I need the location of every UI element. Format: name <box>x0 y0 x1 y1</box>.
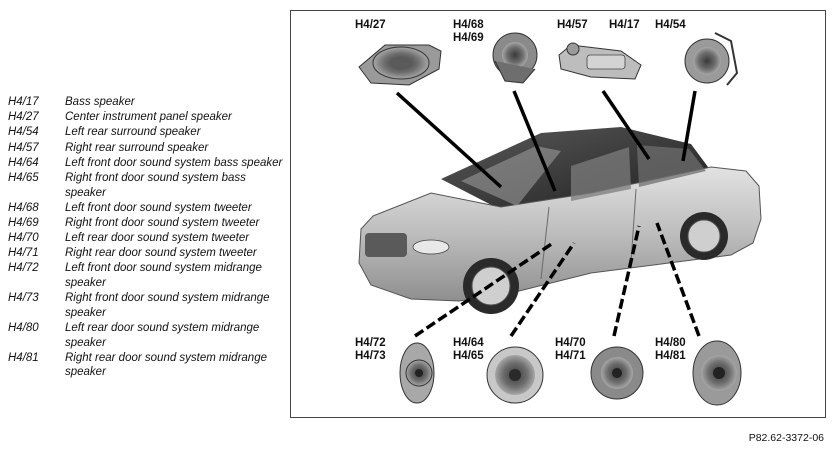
legend-item: H4/73 Right front door sound system midra… <box>8 291 283 320</box>
diagram-canvas <box>358 32 762 406</box>
legend-code: H4/65 <box>8 171 39 184</box>
label-h4-70: H4/70 <box>555 337 586 349</box>
leader-line-h4-54 <box>681 90 697 162</box>
car-illustration <box>358 127 762 314</box>
label-h4-17: H4/17 <box>609 19 640 31</box>
leader-line-h4-27 <box>395 91 503 189</box>
legend-item: H4/65 Right front door sound system bass … <box>8 171 283 200</box>
legend-text: Right front door sound system midrange s… <box>65 292 270 319</box>
leader-line-h4-64 <box>509 242 576 337</box>
legend-code: H4/27 <box>8 111 39 124</box>
legend-text: Left front door sound system tweeter <box>65 201 252 214</box>
car-rear-rim <box>687 219 721 253</box>
legend-code: H4/17 <box>8 96 39 108</box>
legend-item: H4/27 Center instrument panel speaker <box>8 110 283 125</box>
label-h4-65: H4/65 <box>453 350 484 362</box>
car-door-line <box>540 206 550 280</box>
car-rear-window <box>637 145 706 187</box>
car-windshield <box>461 146 561 206</box>
legend-code: H4/73 <box>8 292 39 305</box>
legend-text: Left rear surround speaker <box>65 126 201 139</box>
legend-code: H4/80 <box>8 322 39 335</box>
car-headlight <box>412 239 450 255</box>
legend-item: H4/69 Right front door sound system tweet… <box>8 216 283 231</box>
speaker-h4-68-icon <box>492 32 538 84</box>
legend-item: H4/70 Left rear door sound system tweeter <box>8 231 283 246</box>
legend-code: H4/69 <box>8 216 39 229</box>
label-h4-69: H4/69 <box>453 32 484 44</box>
speaker-h4-54-icon <box>684 32 739 86</box>
legend-code: H4/72 <box>8 262 39 275</box>
legend-list: H4/17 Bass speaker H4/27 Center instrument… <box>8 95 283 381</box>
speaker-h4-70-icon <box>590 346 644 400</box>
speaker-diagram: H4/27 H4/68 H4/69 H4/57 H4/17 H4/54 H4/7… <box>290 10 826 418</box>
leader-line-h4-68 <box>512 90 557 192</box>
leader-line-h4-70 <box>612 225 641 337</box>
label-h4-81: H4/81 <box>655 350 686 362</box>
legend-text: Right rear door sound system midrange sp… <box>65 351 267 379</box>
speaker-h4-64-icon <box>486 346 544 404</box>
legend-code: H4/64 <box>8 156 39 169</box>
legend-code: H4/68 <box>8 201 39 214</box>
leader-lines <box>395 90 701 338</box>
legend-text: Right rear surround speaker <box>65 141 209 154</box>
label-h4-71: H4/71 <box>555 350 586 362</box>
legend-item: H4/80 Left rear door sound system midrang… <box>8 321 283 350</box>
legend-item: H4/68 Left front door sound system tweete… <box>8 201 283 216</box>
legend-item: H4/64 Left front door sound system bass s… <box>8 156 283 171</box>
label-h4-57: H4/57 <box>557 19 588 31</box>
legend-text: Left rear door sound system midrange spe… <box>65 322 260 349</box>
legend-text: Right front door sound system tweeter <box>65 216 260 229</box>
legend-item: H4/81 Right rear door sound system midran… <box>8 351 283 380</box>
car-side-window <box>571 147 631 201</box>
label-h4-73: H4/73 <box>355 350 386 362</box>
legend-text: Left rear door sound system tweeter <box>65 232 250 245</box>
legend-code: H4/71 <box>8 247 39 260</box>
legend-item: H4/72 Left front door sound system midran… <box>8 261 283 290</box>
speaker-h4-57-icon <box>558 42 642 80</box>
reference-number: P82.62-3372-06 <box>748 432 824 444</box>
legend-text: Center instrument panel speaker <box>65 111 232 124</box>
car-grille <box>365 233 407 257</box>
legend-text: Bass speaker <box>65 96 135 108</box>
legend-code: H4/70 <box>8 232 39 245</box>
speaker-h4-72-icon <box>399 342 435 404</box>
legend-code: H4/54 <box>8 126 39 139</box>
legend-text: Left front door sound system bass speake… <box>65 156 283 169</box>
leader-line-h4-80 <box>655 222 701 337</box>
car-body <box>358 166 762 302</box>
legend-code: H4/81 <box>8 351 39 364</box>
speaker-h4-27-icon <box>358 44 442 86</box>
label-h4-72: H4/72 <box>355 337 386 349</box>
leader-line-h4-57 <box>601 90 651 160</box>
legend-text: Right front door sound system bass speak… <box>65 171 246 199</box>
label-h4-64: H4/64 <box>453 337 484 349</box>
label-h4-27: H4/27 <box>355 19 386 31</box>
legend-item: H4/54 Left rear surround speaker <box>8 125 283 140</box>
legend-item: H4/71 Right rear door sound system tweete… <box>8 246 283 261</box>
legend-item: H4/57 Right rear surround speaker <box>8 141 283 156</box>
speaker-h4-80-icon <box>692 340 742 406</box>
legend-code: H4/57 <box>8 141 39 154</box>
label-h4-54: H4/54 <box>655 19 686 31</box>
label-h4-80: H4/80 <box>655 337 686 349</box>
legend-text: Right rear door sound system tweeter <box>65 247 257 260</box>
label-h4-68: H4/68 <box>453 19 484 31</box>
legend-item: H4/17 Bass speaker <box>8 95 283 110</box>
legend-text: Left front door sound system midrange sp… <box>65 262 262 290</box>
